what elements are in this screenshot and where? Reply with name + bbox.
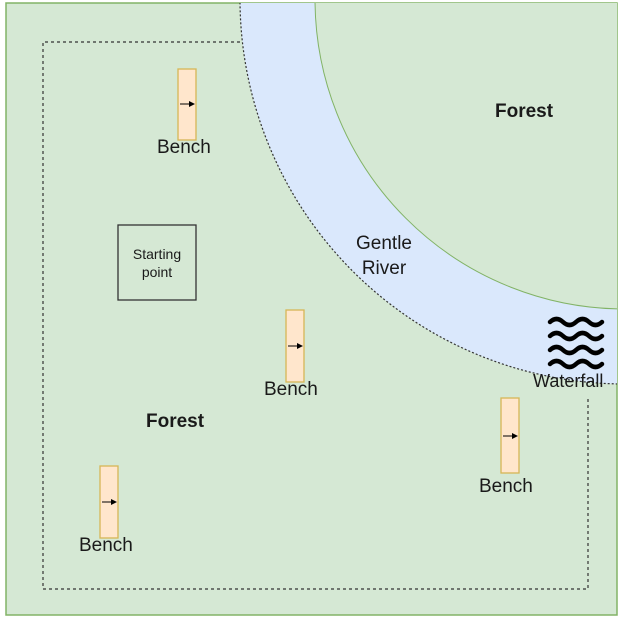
starting-point-label: Starting point	[118, 245, 196, 281]
walking-path	[42, 41, 589, 590]
waterfall-label: Waterfall	[533, 371, 604, 391]
river-label-line1: Gentle	[356, 233, 412, 254]
river-label: Gentle River	[346, 231, 422, 281]
bench-2[interactable]	[285, 309, 305, 383]
bench-4[interactable]	[99, 465, 119, 539]
bench-3[interactable]	[500, 397, 520, 474]
waterfall-icon	[547, 316, 605, 370]
forest-corner-area	[314, 3, 617, 310]
starting-point-line2: point	[141, 264, 173, 280]
river-label-line2: River	[361, 258, 407, 279]
bench-label: Bench	[157, 137, 211, 158]
starting-point-box[interactable]	[117, 224, 197, 301]
bench-1[interactable]	[177, 68, 197, 141]
bench-label: Bench	[264, 379, 318, 400]
bench-label: Bench	[479, 476, 533, 497]
forest-corner-label: Forest	[495, 101, 554, 122]
starting-point-line1: Starting	[132, 246, 182, 262]
forest-main-label: Forest	[146, 411, 205, 432]
bench-label: Bench	[79, 535, 133, 556]
